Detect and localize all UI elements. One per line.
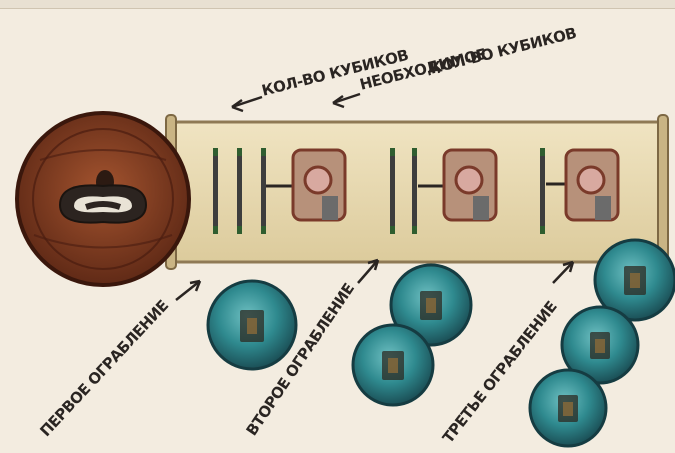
arrow-icon (553, 262, 573, 283)
token (353, 325, 433, 405)
vault-icon (566, 150, 618, 220)
barrel-icon (17, 113, 189, 285)
dice-bar-group (540, 148, 545, 234)
vault-icon (293, 150, 345, 220)
vault-icon (444, 150, 496, 220)
arrow-icon (232, 97, 262, 107)
token (208, 281, 296, 369)
token (530, 370, 606, 446)
